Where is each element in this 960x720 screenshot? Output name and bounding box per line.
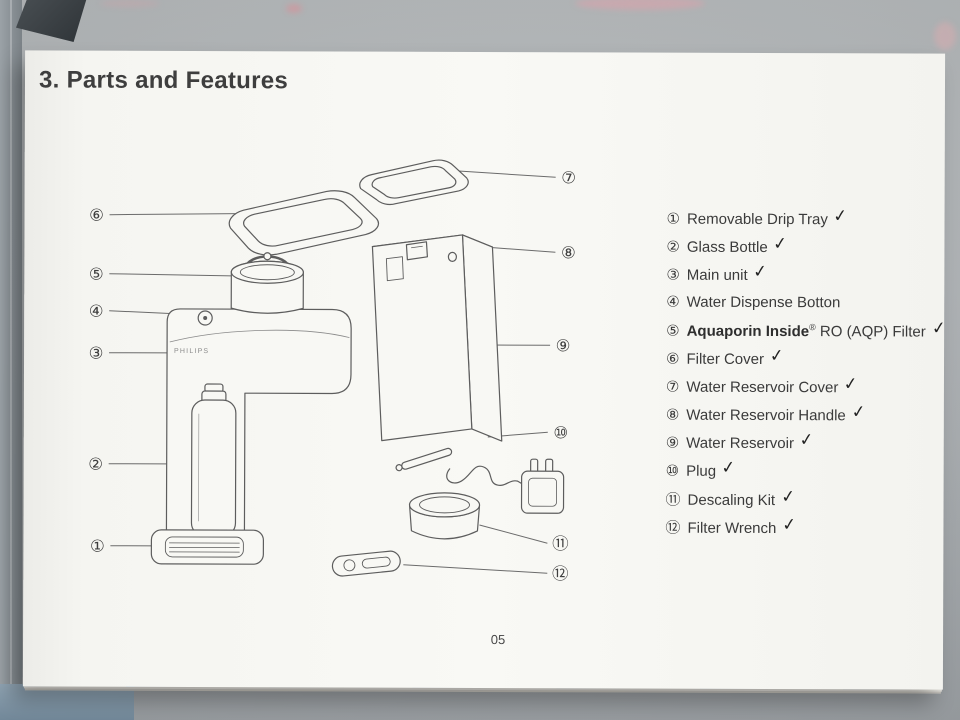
part-number: ⑩ xyxy=(665,461,680,480)
handwritten-check-icon: ✓ xyxy=(798,429,815,451)
diagram-callouts: ⑥ ⑤ ④ ③ ② ① ⑦ ⑧ ⑨ ⑩ ⑪ ⑫ xyxy=(88,168,576,583)
handwritten-check-icon: ✓ xyxy=(832,205,849,227)
part-number: ③ xyxy=(666,265,680,284)
pink-smudge xyxy=(575,0,705,10)
part-label: Glass Bottle xyxy=(686,238,768,256)
table-edge-highlight xyxy=(10,0,12,720)
handwritten-check-icon: ✓ xyxy=(720,457,738,479)
filter-wrench-drawing xyxy=(331,550,401,577)
filter-cover-drawing xyxy=(228,190,380,256)
part-number: ⑨ xyxy=(665,433,680,452)
handwritten-check-icon: ✓ xyxy=(781,514,798,536)
part-item-5: ⑤ Aquaporin Inside® RO (AQP) Filter ✓ xyxy=(666,317,952,350)
part-item-2: ② Glass Bottle ✓ xyxy=(666,233,952,266)
part-label: Removable Drip Tray xyxy=(686,210,828,229)
callout-2: ② xyxy=(88,455,103,474)
drip-tray-drawing xyxy=(150,529,265,565)
part-label: Main unit xyxy=(686,266,748,284)
parts-list: ① Removable Drip Tray ✓ ② Glass Bottle ✓… xyxy=(665,205,952,546)
page-number: 05 xyxy=(490,632,506,648)
part-label: Water Reservoir xyxy=(686,434,795,453)
callout-4: ④ xyxy=(89,302,104,321)
descaling-wand-drawing xyxy=(395,447,453,472)
part-item-10: ⑩ Plug ✓ xyxy=(665,457,952,490)
part-label: Filter Wrench xyxy=(687,519,777,538)
dispense-button-drawing xyxy=(197,310,213,326)
brand-label: PHILIPS xyxy=(174,348,209,355)
appliance-drawing: PHILIPS xyxy=(150,159,565,577)
manual-page: 3. Parts and Features xyxy=(22,50,947,690)
reservoir-cover-drawing xyxy=(359,159,469,206)
water-reservoir-drawing xyxy=(371,234,503,442)
part-item-6: ⑥ Filter Cover ✓ xyxy=(666,345,952,378)
descaling-kit-drawing xyxy=(408,492,481,540)
part-number: ⑪ xyxy=(665,490,681,509)
blue-object-edge xyxy=(0,684,134,720)
part-label: Filter Cover xyxy=(686,350,765,368)
part-number: ② xyxy=(666,237,680,256)
part-number: ④ xyxy=(666,292,680,311)
plug-drawing xyxy=(520,458,565,514)
page-title: 3. Parts and Features xyxy=(38,66,289,95)
part-number: ① xyxy=(666,209,681,228)
glass-bottle-drawing xyxy=(190,383,237,537)
handwritten-check-icon: ✓ xyxy=(930,317,947,340)
pink-smudge xyxy=(934,22,956,50)
part-item-9: ⑨ Water Reservoir ✓ xyxy=(665,429,952,462)
part-number: ⑫ xyxy=(665,518,681,537)
part-label: Aquaporin Inside® RO (AQP) Filter xyxy=(686,322,926,341)
handwritten-check-icon: ✓ xyxy=(850,401,867,423)
handwritten-check-icon: ✓ xyxy=(779,486,797,508)
part-label: Water Reservoir Cover xyxy=(686,378,839,397)
part-item-12: ⑫ Filter Wrench ✓ xyxy=(665,514,951,546)
table-edge-strip xyxy=(0,0,22,720)
callout-7: ⑦ xyxy=(561,168,576,187)
handwritten-check-icon: ✓ xyxy=(772,233,789,255)
part-item-4: ④ Water Dispense Botton xyxy=(666,293,952,322)
handwritten-check-icon: ✓ xyxy=(768,345,785,367)
handwritten-check-icon: ✓ xyxy=(752,261,769,283)
part-number: ⑦ xyxy=(665,377,680,396)
reservoir-handle-drawing xyxy=(405,241,428,261)
callout-11: ⑪ xyxy=(552,534,569,553)
callout-12: ⑫ xyxy=(552,564,569,583)
part-item-3: ③ Main unit ✓ xyxy=(666,261,952,294)
part-number: ⑧ xyxy=(665,405,680,424)
part-label: Water Dispense Botton xyxy=(686,293,841,312)
callout-9: ⑨ xyxy=(556,336,571,355)
exploded-diagram: PHILIPS xyxy=(88,159,576,583)
callout-3: ③ xyxy=(89,344,104,363)
part-label: Descaling Kit xyxy=(687,491,776,510)
pink-smudge xyxy=(286,4,302,13)
part-item-11: ⑪ Descaling Kit ✓ xyxy=(665,486,951,518)
pink-smudge xyxy=(100,0,160,7)
callout-1: ① xyxy=(90,537,105,556)
part-number: ⑥ xyxy=(666,349,680,368)
part-label: Water Reservoir Handle xyxy=(686,406,846,425)
power-cord-drawing xyxy=(446,465,524,486)
part-label: Plug xyxy=(686,462,717,480)
filter-drawing xyxy=(230,252,304,314)
part-number: ⑤ xyxy=(666,321,680,340)
handwritten-check-icon: ✓ xyxy=(843,373,860,395)
reservoir-hole xyxy=(447,251,457,262)
part-item-7: ⑦ Water Reservoir Cover ✓ xyxy=(665,373,952,406)
part-item-1: ① Removable Drip Tray ✓ xyxy=(666,205,952,238)
part-label-rest: RO (AQP) Filter xyxy=(815,323,926,341)
callout-8: ⑧ xyxy=(561,243,576,262)
callout-5: ⑤ xyxy=(89,265,104,284)
callout-10: ⑩ xyxy=(553,423,568,442)
part-label-bold: Aquaporin Inside xyxy=(686,322,810,341)
callout-6: ⑥ xyxy=(89,206,104,225)
